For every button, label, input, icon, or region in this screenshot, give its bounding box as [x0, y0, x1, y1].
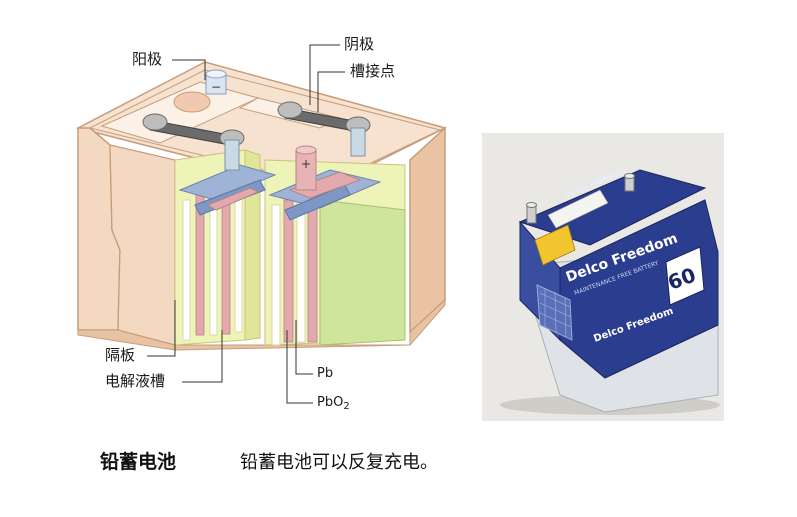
warning-sticker [534, 224, 576, 266]
label-pbo2-subscript: 2 [343, 401, 350, 412]
plate [283, 199, 294, 343]
plate [271, 204, 281, 346]
minus-symbol: − [211, 80, 221, 94]
plus-symbol: + [301, 157, 311, 171]
label-cathode: 阴极 [344, 35, 375, 53]
battery-photo: Delco Freedom 60 Delco Freedom MAINTENAN… [482, 133, 724, 421]
plate [307, 191, 318, 343]
leader-lines [147, 44, 345, 404]
plate [296, 195, 306, 343]
leader-anode [172, 59, 206, 80]
plate [195, 194, 205, 336]
leader-pbo2 [286, 330, 313, 404]
label-pb: Pb [317, 366, 334, 381]
leader-cathode [309, 44, 340, 105]
top-label [547, 189, 609, 229]
plate [209, 189, 218, 336]
terminals: − + [142, 69, 371, 191]
caption-title: 铅蓄电池 [100, 451, 177, 473]
leader-separator [147, 300, 176, 357]
mesh-vent [536, 284, 573, 341]
label-terminal: 槽接点 [350, 62, 396, 80]
label-pbo2-base: PbO [317, 395, 344, 410]
model-badge [665, 246, 705, 306]
label-anode: 阳极 [132, 50, 163, 68]
photo-model-top: 60 [595, 174, 609, 187]
leader-terminal [317, 71, 345, 112]
leader-electrolyte [182, 330, 223, 383]
plate [182, 199, 191, 341]
label-separator: 隔板 [105, 346, 136, 364]
plate [234, 181, 243, 333]
caption-text: 铅蓄电池可以反复充电。 [240, 452, 438, 473]
vent-cap [173, 91, 211, 113]
label-electrolyte-tank: 电解液槽 [105, 372, 166, 390]
plate [221, 185, 231, 335]
leader-pb [295, 320, 313, 375]
label-pbo2: PbO2 [317, 396, 350, 412]
green-plate [319, 199, 406, 346]
plate-straps [178, 164, 382, 221]
